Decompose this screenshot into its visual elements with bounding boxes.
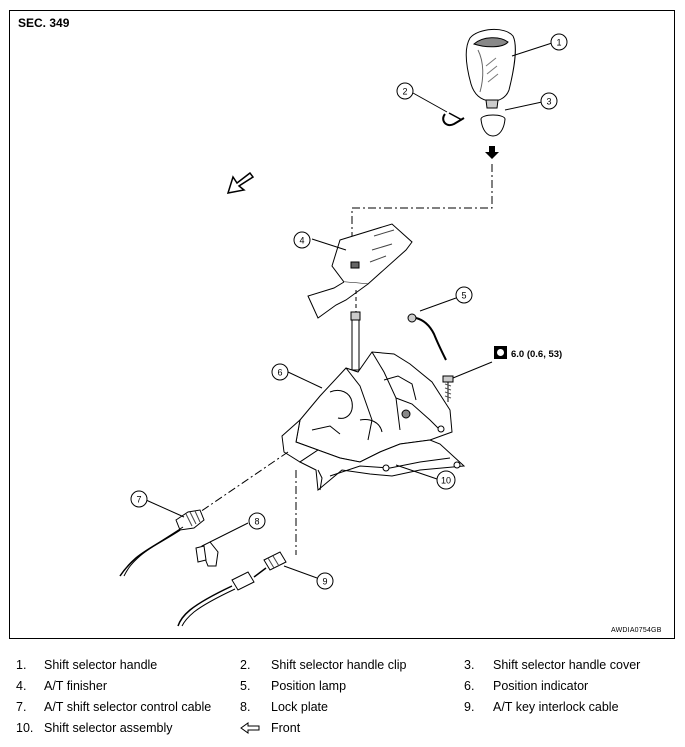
callout-circle-8	[248, 512, 266, 530]
legend-item-7: 7. A/T shift selector control cable	[16, 698, 236, 716]
legend-number: 5.	[240, 679, 251, 693]
at-finisher	[307, 223, 413, 319]
legend-item-1: 1. Shift selector handle	[16, 656, 226, 674]
diagram-frame	[9, 10, 675, 639]
shift-selector-assembly	[281, 351, 466, 491]
callout-circle-3	[540, 92, 558, 110]
legend-item-3: 3. Shift selector handle cover	[464, 656, 674, 674]
front-arrow-icon	[240, 722, 260, 734]
legend-number: 10.	[16, 721, 34, 735]
legend-label: A/T key interlock cable	[493, 700, 619, 714]
legend-label: A/T finisher	[44, 679, 107, 693]
at-shift-selector-control-cable	[119, 499, 205, 577]
callout-circles	[130, 33, 568, 590]
legend-number: 6.	[464, 679, 475, 693]
shift-rod	[350, 311, 361, 371]
legend-item-5: 5. Position lamp	[240, 677, 450, 695]
legend-label: A/T shift selector control cable	[44, 700, 212, 714]
legend-label: Position lamp	[271, 679, 347, 693]
callout-circle-7	[130, 490, 148, 508]
legend-number: 2.	[240, 658, 251, 672]
callout-circle-5	[455, 286, 473, 304]
legend-number: 9.	[464, 700, 475, 714]
callout-number-3: 3	[546, 97, 551, 107]
torque-icon	[494, 346, 507, 359]
legend-label: Shift selector handle	[44, 658, 158, 672]
callout-number-7: 7	[136, 495, 141, 505]
legend-item-6: 6. Position indicator	[464, 677, 674, 695]
legend-number: 1.	[16, 658, 27, 672]
legend-label: Lock plate	[271, 700, 328, 714]
bolt	[442, 361, 493, 402]
legend-number: 4.	[16, 679, 27, 693]
legend-label: Front	[271, 721, 301, 735]
at-key-interlock-cable	[177, 551, 318, 627]
callout-circle-6	[271, 363, 289, 381]
assembly-arrow	[351, 146, 499, 262]
legend-number: 8.	[240, 700, 251, 714]
shift-selector-handle-clip	[412, 92, 465, 126]
legend-item-front: Front	[240, 719, 450, 737]
callout-number-6: 6	[277, 368, 282, 378]
section-label: SEC. 349	[18, 16, 70, 30]
legend-label: Shift selector handle cover	[493, 658, 641, 672]
shift-selector-handle-cover	[480, 101, 543, 137]
legend-number: 7.	[16, 700, 27, 714]
legend-number: 3.	[464, 658, 475, 672]
torque-value: 6.0 (0.6, 53)	[511, 349, 562, 360]
legend-item-10: 10. Shift selector assembly	[16, 719, 226, 737]
legend-item-9: 9. A/T key interlock cable	[464, 698, 674, 716]
lock-plate	[195, 522, 249, 567]
callout-circle-10	[436, 470, 456, 490]
callout-number-2: 2	[402, 87, 407, 97]
parts-legend: 1. Shift selector handle 2. Shift select…	[0, 656, 685, 744]
callout-number-1: 1	[556, 38, 561, 48]
front-direction-arrow	[226, 171, 255, 194]
callout-circle-9	[316, 572, 334, 590]
callout-number-9: 9	[322, 577, 327, 587]
callout-leader-6	[287, 371, 323, 389]
callout-number-4: 4	[299, 236, 304, 246]
legend-item-2: 2. Shift selector handle clip	[240, 656, 450, 674]
legend-label: Shift selector assembly	[44, 721, 173, 735]
callout-leader-10	[395, 464, 438, 480]
exploded-diagram: 1 2 3 4 5 6 7 8 9 10 6.0 (0.6, 53)	[119, 29, 568, 627]
legend-item-8: 8. Lock plate	[240, 698, 450, 716]
legend-label: Position indicator	[493, 679, 589, 693]
drawing-code: AWDIA0754GB	[611, 627, 662, 634]
callout-number-8: 8	[254, 517, 259, 527]
legend-item-4: 4. A/T finisher	[16, 677, 226, 695]
callout-circle-2	[396, 82, 414, 100]
shift-selector-handle	[465, 29, 553, 109]
legend-label: Shift selector handle clip	[271, 658, 407, 672]
callout-number-10: 10	[441, 476, 451, 486]
callout-number-5: 5	[461, 291, 466, 301]
control-cable-guide-line	[199, 451, 289, 513]
callout-circle-4	[293, 231, 311, 249]
position-lamp	[407, 297, 457, 361]
callout-circle-1	[550, 33, 568, 51]
